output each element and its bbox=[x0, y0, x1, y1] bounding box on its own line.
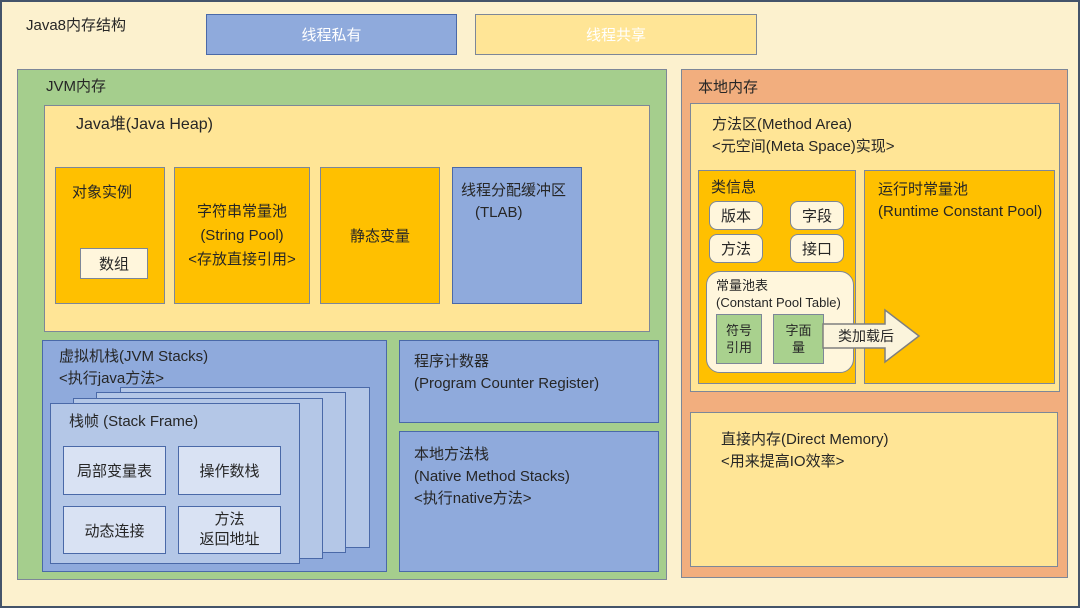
jvm-memory-label: JVM内存 bbox=[46, 78, 107, 95]
operand-stack-box: 操作数栈 bbox=[178, 446, 281, 495]
stack-frame-title: 栈帧 (Stack Frame) bbox=[69, 413, 199, 430]
static-vars-label: 静态变量 bbox=[349, 228, 410, 245]
constant-pool-table-line1: 常量池表 bbox=[716, 278, 769, 293]
runtime-pool-line1: 运行时常量池 bbox=[878, 181, 969, 198]
operand-stack-label: 操作数栈 bbox=[199, 463, 260, 480]
pc-register-line1: 程序计数器 bbox=[414, 353, 490, 370]
object-instance-box: 对象实例 数组 bbox=[55, 167, 165, 304]
object-instance-label: 对象实例 bbox=[72, 184, 133, 201]
constant-pool-table-line2: (Constant Pool Table) bbox=[716, 295, 841, 310]
literal-line1: 字面 bbox=[785, 323, 812, 338]
chip-version-label: 版本 bbox=[720, 208, 751, 225]
symbol-ref-line1: 符号 bbox=[725, 323, 752, 338]
tlab-line2: (TLAB) bbox=[475, 204, 523, 221]
java-heap-title: Java堆(Java Heap) bbox=[76, 116, 213, 133]
static-vars-box: 静态变量 bbox=[320, 167, 440, 304]
method-area-line1: 方法区(Method Area) bbox=[712, 116, 853, 133]
native-method-stacks-line3: <执行native方法> bbox=[414, 490, 532, 507]
native-method-stacks-line1: 本地方法栈 bbox=[414, 446, 490, 463]
class-info-label: 类信息 bbox=[711, 179, 757, 196]
native-method-stacks-line2: (Native Method Stacks) bbox=[414, 468, 570, 485]
method-area-line2: <元空间(Meta Space)实现> bbox=[712, 138, 895, 155]
literal-box: 字面 量 bbox=[773, 314, 824, 364]
jvm-stacks-line1: 虚拟机栈(JVM Stacks) bbox=[59, 348, 209, 365]
direct-memory-line2: <用来提高IO效率> bbox=[721, 453, 845, 470]
method-return-addr-box: 方法 返回地址 bbox=[178, 506, 281, 554]
direct-memory-box: 直接内存(Direct Memory) <用来提高IO效率> bbox=[690, 412, 1058, 567]
method-return-addr-line1: 方法 bbox=[214, 511, 245, 528]
string-pool-line2: (String Pool) bbox=[200, 226, 284, 244]
legend-thread-shared: 线程共享 bbox=[475, 14, 757, 55]
runtime-pool-line2: (Runtime Constant Pool) bbox=[878, 203, 1043, 220]
stack-frame-card-front: 栈帧 (Stack Frame) 局部变量表 操作数栈 动态连接 方法 返回地址 bbox=[50, 403, 300, 564]
legend-thread-shared-label: 线程共享 bbox=[585, 27, 646, 44]
tlab-line1: 线程分配缓冲区 bbox=[461, 182, 567, 199]
chip-interface-label: 接口 bbox=[801, 241, 832, 258]
page-title: Java8内存结构 bbox=[26, 17, 127, 34]
chip-field-label: 字段 bbox=[801, 208, 832, 225]
class-info-chip-field: 字段 bbox=[790, 201, 844, 230]
pc-register-line2: (Program Counter Register) bbox=[414, 375, 600, 392]
local-vars-label: 局部变量表 bbox=[76, 463, 152, 480]
symbol-ref-box: 符号 引用 bbox=[716, 314, 762, 364]
constant-pool-table-box: 常量池表 (Constant Pool Table) 符号 引用 字面 量 bbox=[706, 271, 854, 373]
native-method-stacks-box: 本地方法栈 (Native Method Stacks) <执行native方法… bbox=[399, 431, 659, 572]
jvm-stacks-line2: <执行java方法> bbox=[59, 370, 165, 387]
dynamic-link-box: 动态连接 bbox=[63, 506, 166, 554]
pc-register-box: 程序计数器 (Program Counter Register) bbox=[399, 340, 659, 423]
native-memory-label: 本地内存 bbox=[698, 79, 759, 96]
local-vars-box: 局部变量表 bbox=[63, 446, 166, 495]
literal-line2: 量 bbox=[791, 340, 805, 355]
class-info-chip-method: 方法 bbox=[709, 234, 763, 263]
symbol-ref-line2: 引用 bbox=[725, 340, 752, 355]
array-label: 数组 bbox=[98, 256, 129, 273]
string-pool-line3: <存放直接引用> bbox=[188, 250, 296, 268]
chip-method-label: 方法 bbox=[720, 241, 751, 258]
tlab-box: 线程分配缓冲区 (TLAB) bbox=[452, 167, 582, 304]
string-pool-line1: 字符串常量池 bbox=[196, 202, 287, 220]
legend-thread-private-label: 线程私有 bbox=[301, 27, 362, 44]
array-box: 数组 bbox=[80, 248, 148, 279]
method-return-addr-line2: 返回地址 bbox=[199, 531, 260, 548]
class-loaded-arrow-icon bbox=[822, 308, 921, 364]
dynamic-link-label: 动态连接 bbox=[84, 522, 145, 540]
class-loaded-arrow-label: 类加载后 bbox=[838, 328, 894, 344]
legend-thread-private: 线程私有 bbox=[206, 14, 457, 55]
string-pool-box: 字符串常量池 (String Pool) <存放直接引用> bbox=[174, 167, 310, 304]
class-info-chip-interface: 接口 bbox=[790, 234, 844, 263]
direct-memory-line1: 直接内存(Direct Memory) bbox=[721, 431, 889, 448]
class-info-chip-version: 版本 bbox=[709, 201, 763, 230]
